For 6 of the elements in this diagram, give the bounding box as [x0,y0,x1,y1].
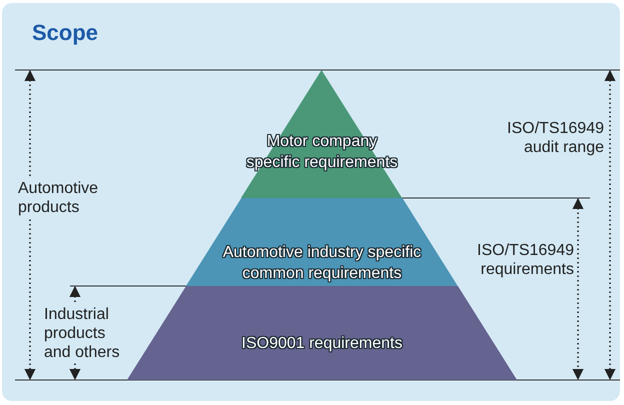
tier-label: Automotive industry specific common requirements [222,243,422,284]
title-heading: Scope [32,20,98,46]
pyramid-tier [127,286,517,380]
pyramid-tier [241,70,402,198]
pyramid-tier [186,198,458,286]
tier-label: ISO9001 requirements [240,334,404,354]
